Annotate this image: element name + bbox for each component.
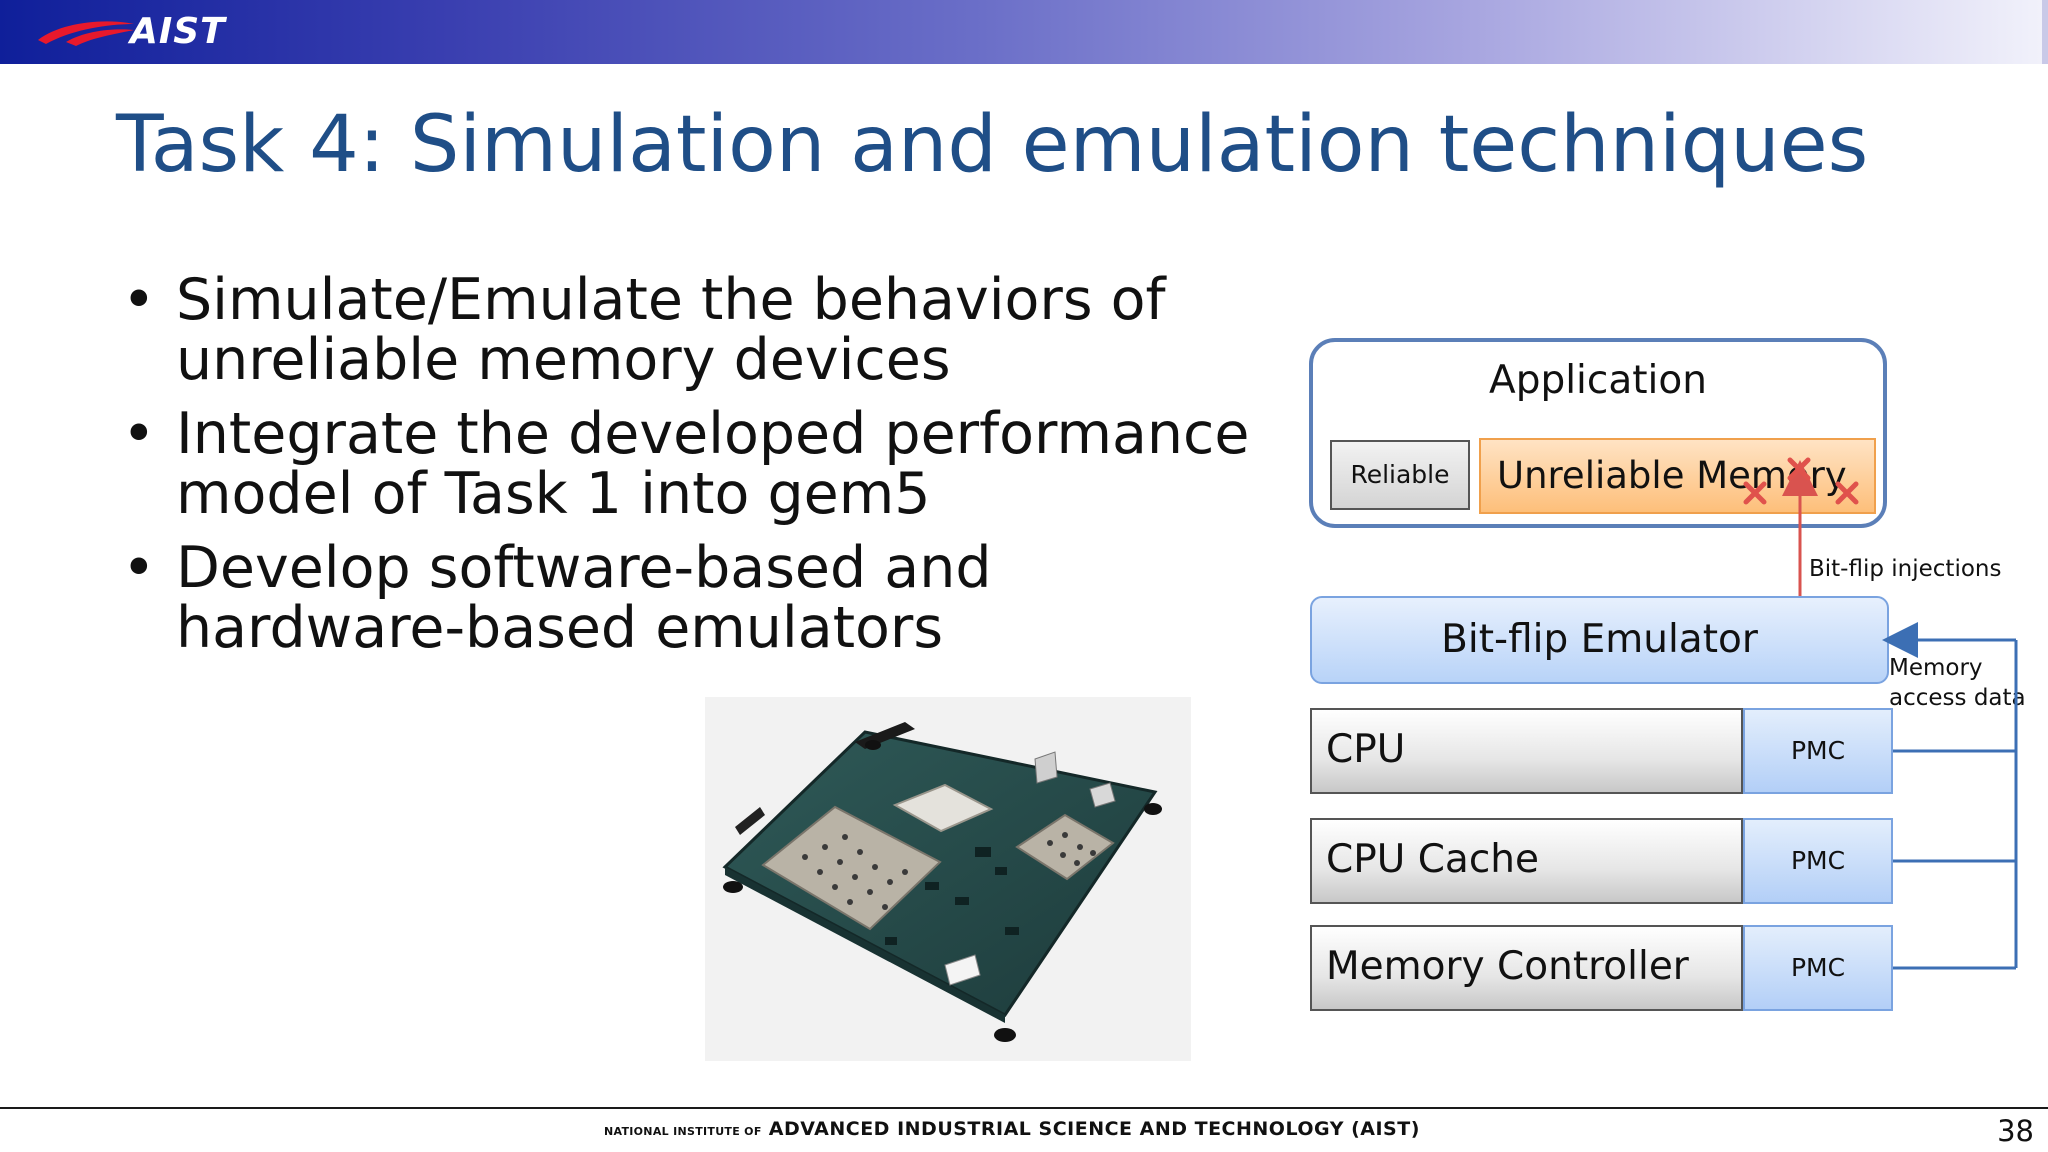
memory-controller-box: Memory Controller <box>1310 925 1743 1011</box>
reliable-memory-box: Reliable <box>1330 440 1470 510</box>
bit-flip-emulator-box: Bit-flip Emulator <box>1310 596 1889 684</box>
bullet-text-line: hardware-based emulators <box>176 595 944 661</box>
bullet-item: • Develop software-based and hardware-ba… <box>118 538 1218 658</box>
application-label: Application <box>1489 358 1707 403</box>
memory-access-label-line2: access data <box>1889 685 2026 711</box>
bullet-dot: • <box>122 267 156 333</box>
footer-divider <box>0 1107 2048 1109</box>
footer-name: ADVANCED INDUSTRIAL SCIENCE AND TECHNOLO… <box>768 1118 1420 1140</box>
bullet-text-line: Integrate the developed performance <box>176 401 1250 467</box>
cpu-row: CPU PMC <box>1310 708 1893 794</box>
cpu-cache-pmc-box: PMC <box>1743 818 1893 904</box>
header-edge <box>2042 0 2048 64</box>
bullet-item: • Simulate/Emulate the behaviors of unre… <box>118 270 1218 390</box>
bullet-dot: • <box>122 535 156 601</box>
page-number: 38 <box>1997 1114 2034 1148</box>
footer-institution: NATIONAL INSTITUTE OF ADVANCED INDUSTRIA… <box>604 1118 1420 1140</box>
aist-logo: AIST <box>36 8 256 56</box>
cpu-cache-row: CPU Cache PMC <box>1310 818 1893 904</box>
memory-controller-row: Memory Controller PMC <box>1310 925 1893 1011</box>
footer-prefix: NATIONAL INSTITUTE OF <box>604 1125 762 1138</box>
fpga-board-photo <box>705 697 1191 1061</box>
memory-controller-pmc-box: PMC <box>1743 925 1893 1011</box>
bit-flip-injections-label: Bit-flip injections <box>1809 556 2002 582</box>
cpu-box: CPU <box>1310 708 1743 794</box>
cpu-cache-box: CPU Cache <box>1310 818 1743 904</box>
bullet-dot: • <box>122 401 156 467</box>
bullet-text-line: Simulate/Emulate the behaviors of <box>176 267 1166 333</box>
bullet-list: • Simulate/Emulate the behaviors of unre… <box>118 270 1250 672</box>
memory-access-label-line1: Memory <box>1889 655 1983 681</box>
logo-text: AIST <box>130 11 226 52</box>
unreliable-memory-box: Unreliable Memory <box>1479 438 1876 514</box>
header-bar: AIST <box>0 0 2048 64</box>
logo-swoosh-icon <box>38 21 134 46</box>
fpga-board-image <box>705 697 1191 1061</box>
bullet-text-line: Develop software-based and <box>176 535 992 601</box>
bullet-text-line: unreliable memory devices <box>176 327 951 393</box>
bullet-text-line: model of Task 1 into gem5 <box>176 461 931 527</box>
cpu-pmc-box: PMC <box>1743 708 1893 794</box>
bullet-item: • Integrate the developed performance mo… <box>118 401 1250 527</box>
slide-title: Task 4: Simulation and emulation techniq… <box>116 100 1869 190</box>
